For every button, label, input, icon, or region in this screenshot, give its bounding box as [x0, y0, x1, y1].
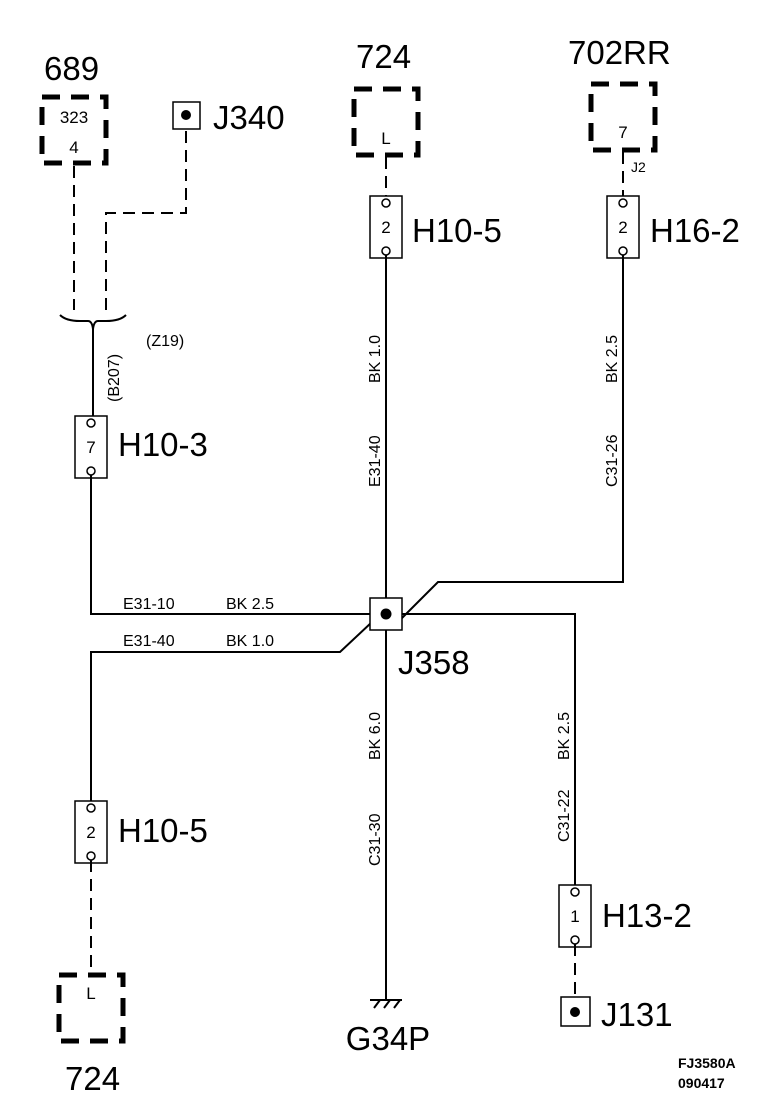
ground-hatch-3 — [393, 999, 401, 1009]
wire-e31-40-horizontal-spec: BK 1.0 — [226, 633, 274, 650]
component-689-pin-top: 323 — [60, 108, 88, 127]
component-702rr-box — [588, 81, 658, 153]
wire-e31-40-vertical-circuit: E31-40 — [367, 435, 384, 487]
j131-label: J131 — [601, 996, 673, 1033]
splice-j358: J358 — [369, 597, 470, 681]
h10-5-bottom-pin: 2 — [86, 823, 95, 842]
j131-dot — [570, 1007, 580, 1017]
wire-c31-26-circuit: C31-26 — [604, 434, 621, 487]
j340-label: J340 — [213, 99, 285, 136]
component-724-top-ref: 724 — [356, 38, 411, 75]
h10-5-bottom-term-top — [86, 803, 96, 813]
dash-j340-down — [105, 131, 187, 310]
j340-dot — [181, 110, 191, 120]
h13-2-pin: 1 — [570, 907, 579, 926]
wire-e31-10-spec: BK 2.5 — [226, 596, 274, 613]
connector-h13-2: 1 H13-2 — [558, 884, 692, 948]
bracket — [59, 314, 127, 330]
wire-e31-40-vertical-spec: BK 1.0 — [367, 335, 384, 383]
footer-code: FJ3580A — [678, 1055, 736, 1071]
splice-j131: J131 — [560, 996, 673, 1033]
connector-h16-2: 2 H16-2 — [606, 195, 740, 259]
splice-j340: J340 — [172, 99, 285, 136]
j131-box — [560, 996, 591, 1027]
component-689-box — [39, 94, 109, 166]
ground-g34p: G34P — [346, 999, 430, 1057]
wire-c31-22-circuit: C31-22 — [556, 789, 573, 842]
ground-hatch-2 — [383, 999, 391, 1009]
h10-3-term-top — [86, 418, 96, 428]
component-724-bottom: L 724 — [56, 972, 126, 1097]
wire-e31-40-horizontal-circuit: E31-40 — [123, 633, 175, 650]
connector-h10-5-top: 2 H10-5 — [369, 195, 502, 259]
component-724-bottom-ref: 724 — [65, 1060, 120, 1097]
footer-date: 090417 — [678, 1075, 725, 1091]
wire-c31-30-circuit: C31-30 — [367, 813, 384, 866]
wire-e31-10 — [90, 475, 370, 615]
label-b207: (B207) — [106, 354, 123, 402]
component-702rr-pin: 7 — [618, 123, 627, 142]
wire-c31-22-spec: BK 2.5 — [556, 712, 573, 760]
wire-c31-26-spec: BK 2.5 — [604, 335, 621, 383]
component-702rr-sub: J2 — [631, 159, 646, 175]
ground-hatch-1 — [373, 999, 381, 1009]
component-724-bottom-pin: L — [86, 984, 95, 1003]
h16-2-term-top — [618, 198, 628, 208]
h10-5-bottom-term-bottom — [86, 851, 96, 861]
connector-h10-3: 7 H10-3 — [74, 415, 208, 479]
component-689: 689 323 4 — [39, 50, 109, 166]
h10-5-top-pin: 2 — [381, 218, 390, 237]
j358-dot — [380, 608, 392, 620]
h13-2-term-top — [570, 887, 580, 897]
h10-3-label: H10-3 — [118, 426, 208, 463]
component-724-bottom-box — [56, 972, 126, 1044]
h10-3-term-bottom — [86, 466, 96, 476]
label-z19: (Z19) — [146, 333, 184, 350]
h10-5-top-term-bottom — [381, 246, 391, 256]
j358-label: J358 — [398, 644, 470, 681]
component-724-top: 724 L — [351, 38, 421, 158]
wire-c31-22 — [402, 613, 576, 885]
h10-5-top-label: H10-5 — [412, 212, 502, 249]
h13-2-label: H13-2 — [602, 897, 692, 934]
wire-e31-10-circuit: E31-10 — [123, 596, 175, 613]
h13-2-term-bottom — [570, 935, 580, 945]
g34p-label: G34P — [346, 1020, 430, 1057]
h10-5-bottom-label: H10-5 — [118, 812, 208, 849]
h16-2-pin: 2 — [618, 218, 627, 237]
h10-3-pin: 7 — [86, 438, 95, 457]
connector-h10-5-bottom: 2 H10-5 — [74, 800, 208, 864]
wire-c31-26 — [399, 255, 624, 621]
h16-2-term-bottom — [618, 246, 628, 256]
h16-2-label: H16-2 — [650, 212, 740, 249]
h10-5-top-term-top — [381, 198, 391, 208]
wire-c31-30-spec: BK 6.0 — [367, 712, 384, 760]
wire-e31-40-horizontal — [90, 621, 373, 805]
component-702rr: 702RR 7 J2 — [568, 34, 671, 175]
component-689-pin-bottom: 4 — [69, 138, 78, 157]
component-702rr-ref: 702RR — [568, 34, 671, 71]
component-724-top-box — [351, 86, 421, 158]
component-724-top-pin: L — [381, 129, 390, 148]
component-689-ref: 689 — [44, 50, 99, 87]
